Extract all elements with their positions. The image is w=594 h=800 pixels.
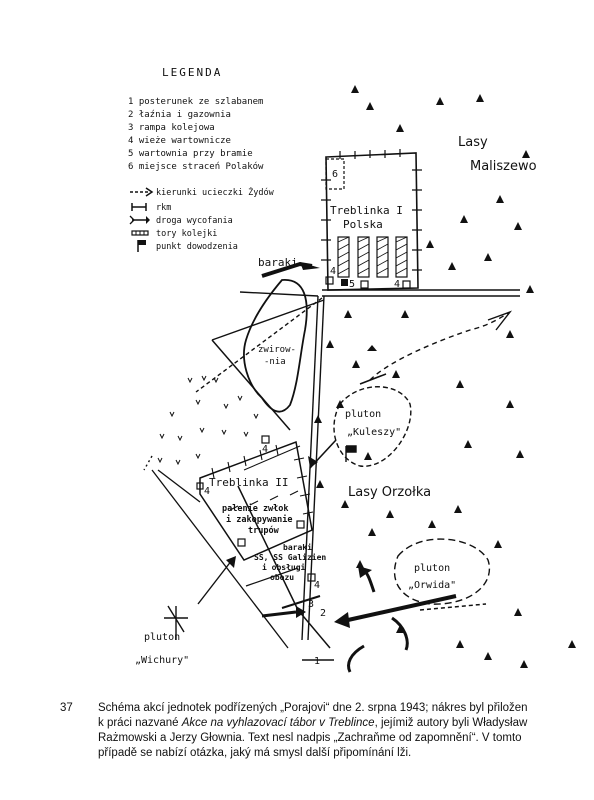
legend-symbol: punkt dowodzenia: [156, 242, 238, 252]
grass-marks: [157, 375, 259, 466]
legend-symbol: rkm: [156, 203, 171, 213]
rail-track-icon: [131, 230, 149, 236]
map-label-gravel-pit: zwirow-: [258, 345, 296, 355]
caption-number: 37: [60, 702, 73, 714]
map-label-ss-barracks: baraki: [283, 542, 312, 552]
execution-site-box: [325, 158, 345, 190]
dotted-path: [143, 455, 153, 471]
unit-kuleszy: pluton „Kuleszy": [308, 386, 412, 469]
caption-line: k práci nazvané Akce na vyhlazovací tábo…: [98, 716, 558, 731]
map-number: 4: [262, 444, 268, 455]
map-label-ss-barracks: i obsługi: [262, 562, 306, 572]
map-label-forest: Maliszewo: [470, 159, 537, 174]
map-number: 4: [394, 279, 400, 290]
map-number: 6: [332, 169, 338, 180]
machine-gun-icon: [131, 203, 147, 211]
map-number: 3: [308, 599, 314, 610]
map-label-unit: „Kuleszy": [347, 427, 401, 438]
map-label-unit: pluton: [345, 409, 381, 420]
map-label-gravel-pit: -nia: [264, 357, 286, 367]
treblinka-ii-compound: 4 4 Treblinka II palenie zwłok i zakopyw…: [196, 435, 326, 587]
road: [211, 289, 520, 641]
map-label-unit: pluton: [414, 563, 450, 574]
map-label-forest: Lasy: [458, 135, 488, 150]
map-label-baraki: baraki: [258, 256, 298, 269]
legend-item: 5 wartownia przy bramie: [128, 149, 253, 159]
map-label-burning: i zakopywanie: [226, 514, 293, 525]
legend-symbol: tory kolejki: [156, 229, 217, 239]
caption-line: případě se nabízí otázka, jaký má smysl …: [98, 747, 412, 759]
map-number: 4: [204, 486, 210, 497]
tree-icons: [314, 85, 576, 668]
caption-text: Schéma akcí jednotek podřízených „Porajo…: [98, 701, 558, 761]
legend-item: 4 wieże wartownicze: [128, 136, 231, 146]
legend-item: 1 posterunek ze szlabanem: [128, 97, 263, 107]
map-label-burning: trupów: [248, 525, 280, 536]
treblinka-i-compound: 6 Treblinka I Polska 4 5 4: [321, 149, 422, 291]
escape-routes: [157, 297, 513, 503]
legend-item: 2 łaźnia i gazownia: [128, 110, 231, 120]
caption-line: Schéma akcí jednotek podřízených „Porajo…: [98, 702, 528, 714]
caption-italic: Akce na vyhlazovací tábor v Treblince: [181, 717, 375, 729]
command-post-icon: [345, 445, 357, 462]
map-label-polska: Polska: [343, 218, 383, 231]
legend-title: LEGENDA: [162, 66, 222, 79]
map-label-forest-orzolka: Lasy Orzołka: [348, 485, 431, 500]
map-number: 5: [349, 279, 355, 290]
map-number: 2: [320, 608, 326, 619]
map-label-ss-barracks: SS, SS Galizien: [254, 552, 326, 562]
map-label-unit: „Wichury": [135, 655, 189, 666]
legend: LEGENDA 1 posterunek ze szlabanem 2 łaźn…: [128, 66, 275, 252]
legend-item: 6 miejsce straceń Polaków: [128, 161, 264, 172]
map-number: 1: [314, 656, 320, 667]
retreat-route-icon: [129, 215, 150, 225]
gravel-pit: zwirow- -nia: [243, 279, 308, 413]
gate-area: 4 3 2 1: [261, 573, 365, 673]
command-post-icon: [137, 240, 146, 252]
map-label-unit: pluton: [144, 632, 180, 643]
railway: [151, 339, 331, 649]
map-number: 4: [330, 266, 336, 277]
barracks-block: [337, 236, 408, 278]
map-label-ss-barracks: obozu: [270, 573, 294, 582]
arrow-icon: [300, 262, 320, 270]
caption-line: Rażmowski a Jerzy Głownia. Text nesl nad…: [98, 732, 522, 744]
map-label-unit: „Orwida": [408, 580, 456, 591]
map-label-treblinka-i: Treblinka I: [330, 204, 403, 217]
map-label-treblinka-ii: Treblinka II: [209, 476, 288, 489]
legend-item: 3 rampa kolejowa: [128, 123, 215, 133]
camp-sketch-map: LEGENDA 1 posterunek ze szlabanem 2 łaźn…: [128, 66, 576, 673]
caption-fragment: , jejímiž autory byli Władysław: [374, 717, 528, 729]
caption-fragment: k práci nazvané: [98, 717, 182, 729]
escape-arrow-icon: [130, 187, 154, 197]
map-number: 4: [314, 580, 320, 591]
unit-wichury: pluton „Wichury": [135, 556, 236, 666]
machine-gun-icon: [164, 605, 188, 640]
legend-symbol: kierunki ucieczki Żydów: [156, 187, 275, 198]
unit-orwida: pluton „Orwida": [334, 538, 491, 651]
map-label-burning: palenie zwłok: [222, 503, 289, 514]
legend-symbol: droga wycofania: [156, 216, 233, 226]
